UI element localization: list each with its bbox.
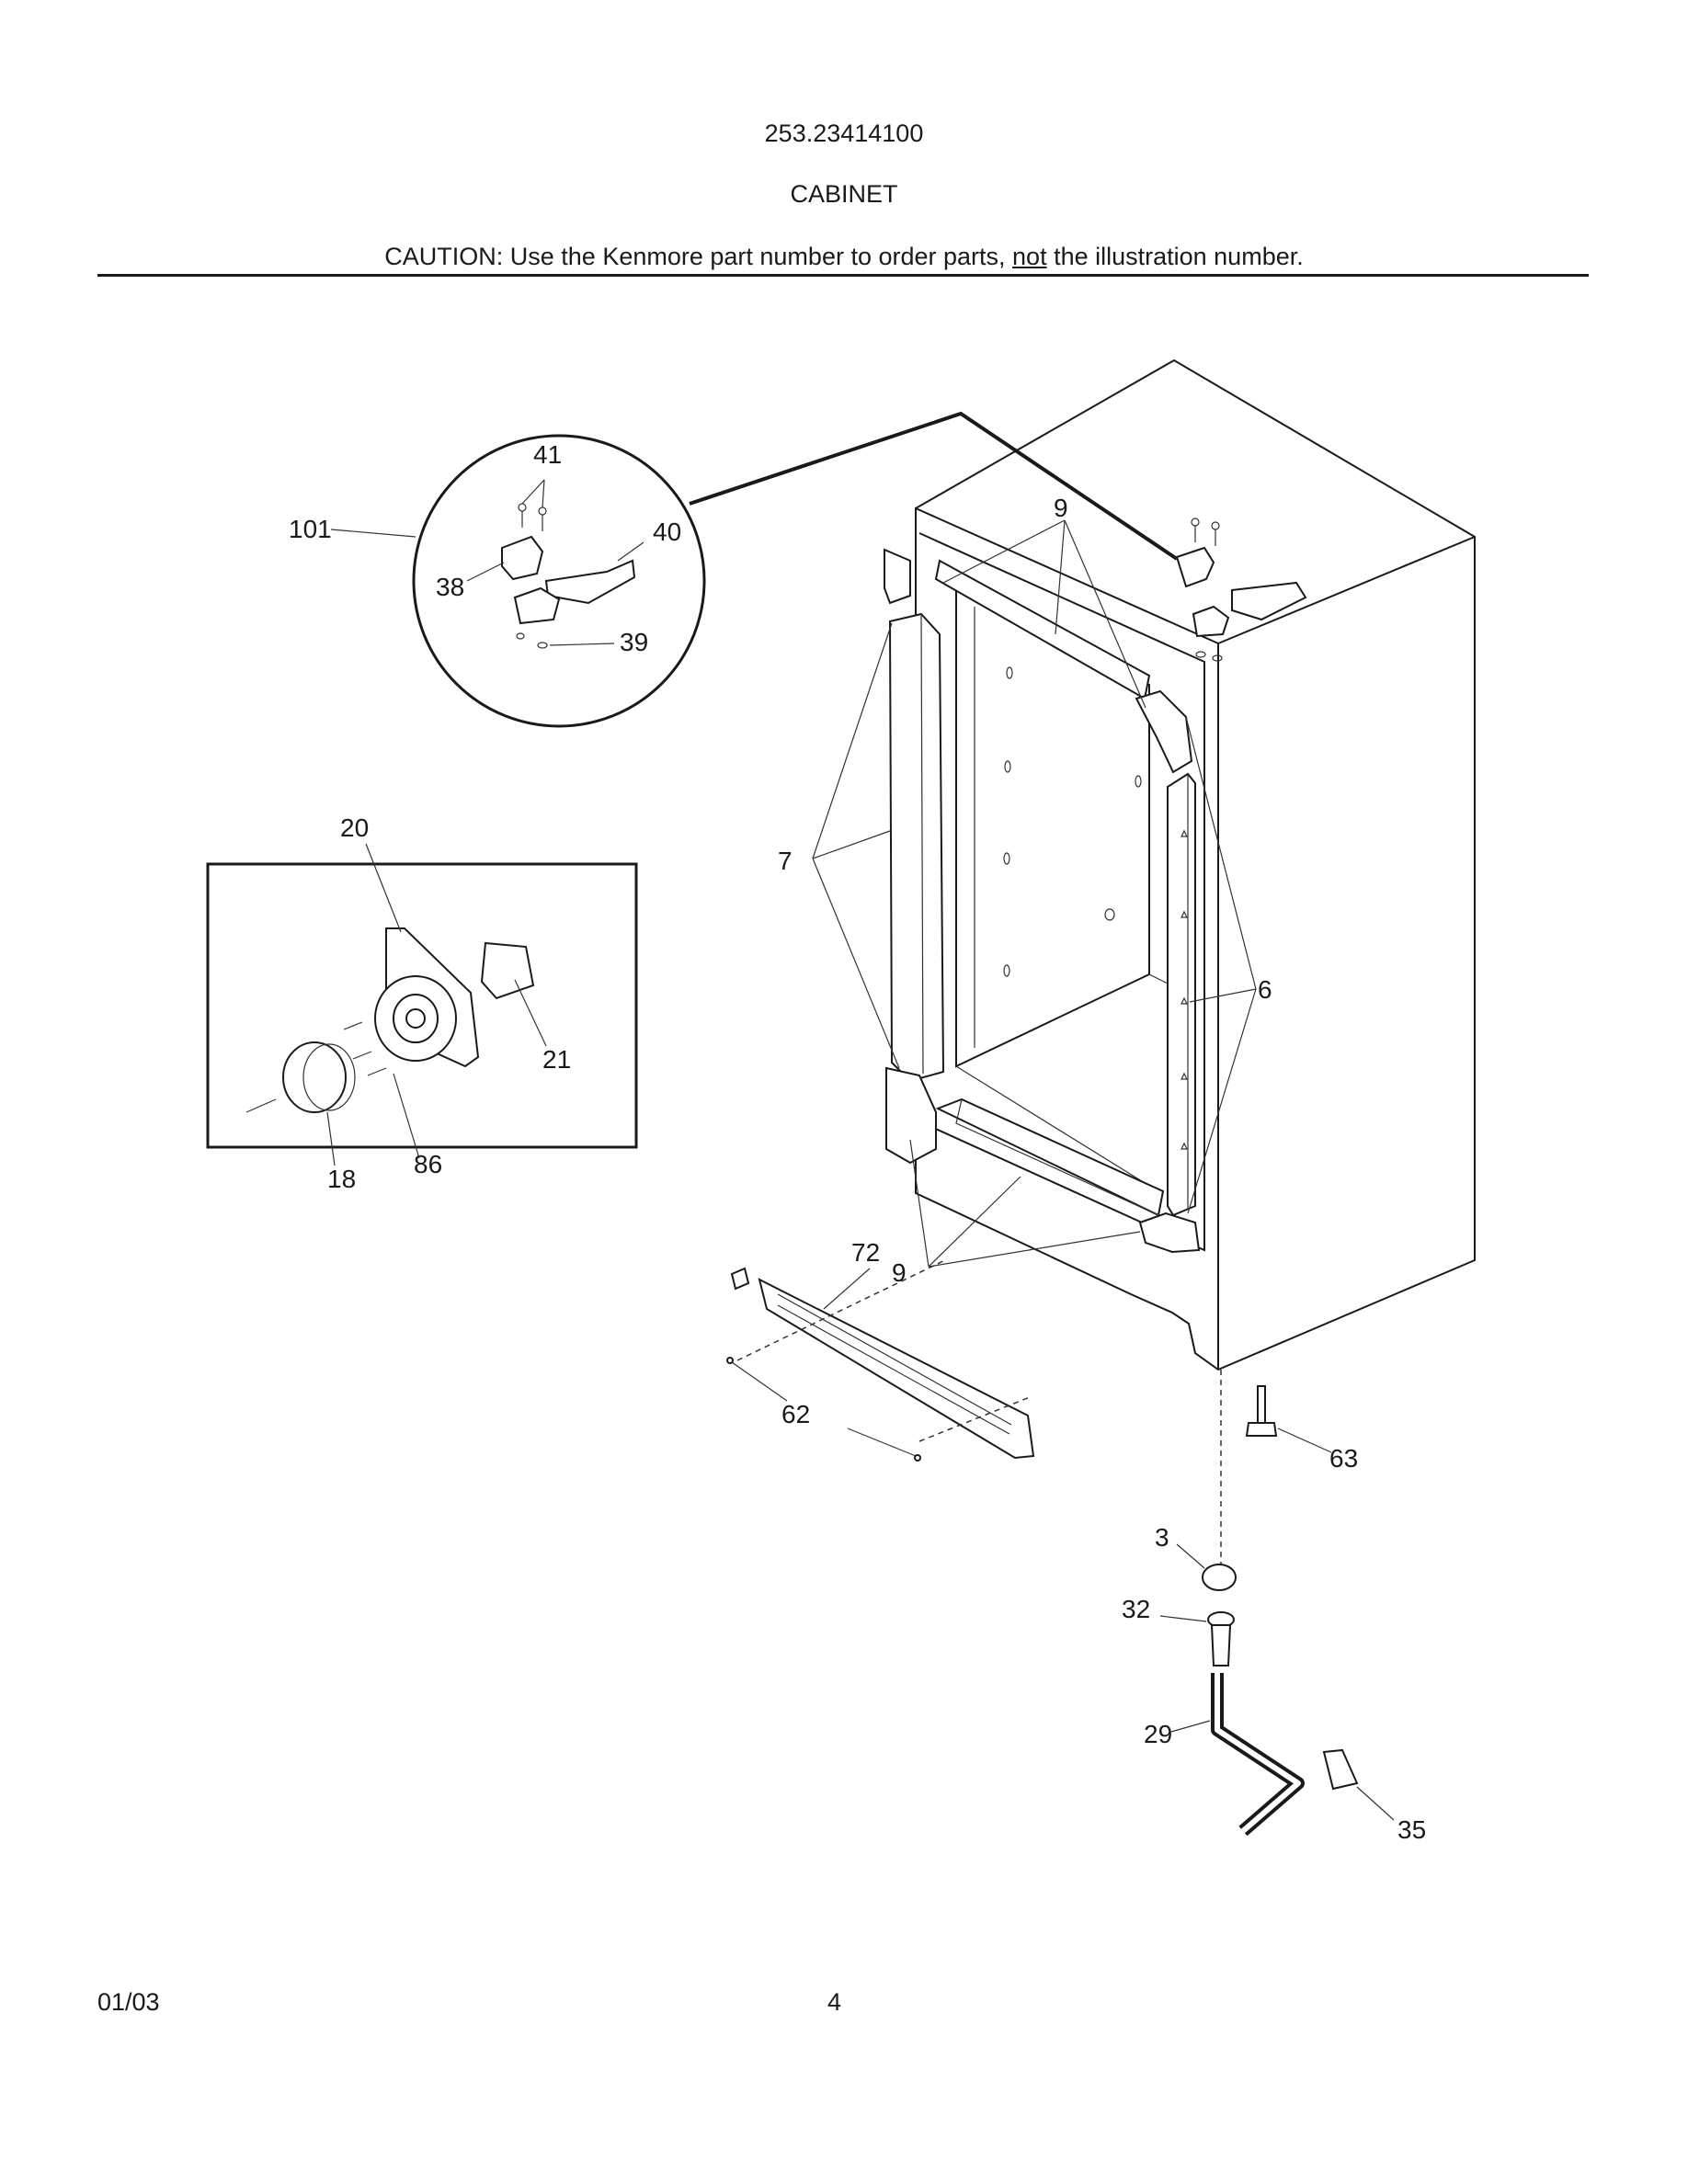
callout-63: 63 [1329,1444,1358,1473]
caution-suffix: the illustration number. [1046,243,1304,270]
callout-101: 101 [289,515,332,543]
hinge-detail-callout [330,411,1179,728]
model-number: 253.23414100 [764,119,924,147]
caution-prefix: CAUTION: Use the Kenmore part number to … [384,243,1013,270]
callout-7: 7 [778,847,793,875]
temperature-control-detail [206,843,638,1166]
callout-35: 35 [1397,1815,1426,1844]
header-divider [97,274,1589,277]
callout-3: 3 [1155,1523,1169,1552]
callout-21: 21 [542,1045,571,1074]
caution-underlined-word: not [1012,243,1047,270]
callout-9-top: 9 [1054,494,1068,522]
callout-18: 18 [327,1165,356,1193]
callout-72: 72 [851,1238,880,1267]
bottom-hardware [1159,1370,1395,1837]
caution-note: CAUTION: Use the Kenmore part number to … [0,243,1688,271]
callout-6: 6 [1258,975,1272,1004]
section-title: CABINET [790,180,898,208]
page-number: 4 [827,1988,842,2016]
kick-plate [726,1258,1035,1462]
callout-20: 20 [340,813,369,842]
cabinet-top-hinge [1175,518,1307,662]
callout-62: 62 [781,1400,810,1428]
callout-labels: 101 41 40 38 39 20 21 18 86 9 7 6 72 9 6… [289,440,1426,1844]
cabinet-body [884,358,1476,1371]
callout-40: 40 [653,518,681,546]
cabinet-leaders [812,519,1257,1268]
callout-39: 39 [620,628,648,656]
footer-date: 01/03 [97,1988,160,2016]
callout-38: 38 [436,573,464,601]
callout-86: 86 [414,1150,442,1178]
callout-9-bottom: 9 [892,1258,907,1287]
callout-41: 41 [533,440,562,469]
callout-32: 32 [1122,1595,1150,1623]
callout-29: 29 [1144,1720,1172,1748]
